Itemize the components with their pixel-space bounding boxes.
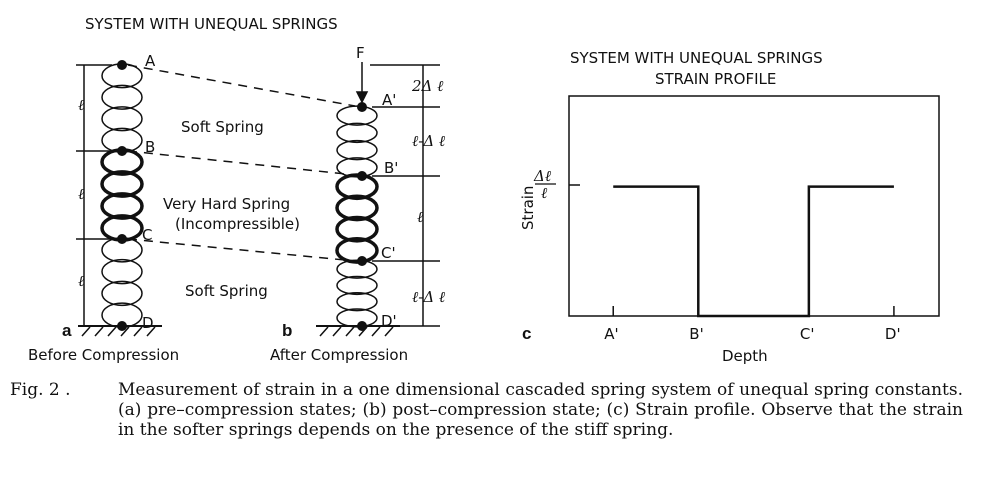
figure: SYSTEM WITH UNEQUAL SPRINGS ℓ ℓ ℓ A B C … xyxy=(28,15,940,365)
node-dot xyxy=(117,146,127,156)
x-tick-label: D' xyxy=(885,325,901,343)
panel-c-letter: c xyxy=(522,324,531,343)
x-tick-label: A' xyxy=(604,325,618,343)
node-dot xyxy=(117,60,127,70)
y-tick-numerator: Δℓ xyxy=(533,167,551,185)
point-D-prime: D' xyxy=(381,312,397,330)
soft-spring-bottom-left-coil xyxy=(101,258,143,285)
node-dot xyxy=(357,256,367,266)
point-A: A xyxy=(145,52,156,70)
chart-series xyxy=(613,185,894,318)
dashed-connectors xyxy=(127,64,356,262)
hard-spring-right-coil xyxy=(335,215,379,243)
label-hard-sub: (Incompressible) xyxy=(175,215,300,233)
ground-right xyxy=(316,325,400,337)
y-tick-denominator: ℓ xyxy=(541,184,547,202)
soft-spring-top-right-coil xyxy=(336,157,378,178)
panel-b-caption: After Compression xyxy=(270,346,408,364)
soft-spring-top-right-coil xyxy=(336,105,378,126)
dim-left-1: ℓ xyxy=(78,96,84,114)
connector-a xyxy=(127,64,356,107)
node-dot xyxy=(117,234,127,244)
soft-spring-bottom-right-coil xyxy=(336,308,378,328)
label-hard: Very Hard Spring xyxy=(163,195,290,213)
x-tick-label: B' xyxy=(689,325,703,343)
springs xyxy=(100,60,379,331)
hard-spring-left-coil xyxy=(100,170,144,198)
node-dot xyxy=(357,102,367,112)
hard-spring-right-coil xyxy=(335,236,379,264)
point-C: C xyxy=(142,226,152,244)
point-A-prime: A' xyxy=(382,91,396,109)
soft-spring-bottom-right-coil xyxy=(336,275,378,296)
point-C-prime: C' xyxy=(381,244,396,262)
chart-frame xyxy=(568,95,940,317)
chart-title: SYSTEM WITH UNEQUAL SPRINGS xyxy=(570,49,823,67)
point-D: D xyxy=(142,314,154,332)
dimension-right xyxy=(370,64,440,327)
soft-spring-top-left-coil xyxy=(101,84,143,110)
diagram-title: SYSTEM WITH UNEQUAL SPRINGS xyxy=(85,15,338,33)
dim-right-1: 2Δ ℓ xyxy=(411,77,443,95)
soft-spring-bottom-left-coil xyxy=(101,280,143,307)
force-arrow xyxy=(355,62,369,104)
soft-spring-bottom-right-coil xyxy=(336,259,378,279)
dim-right-2: ℓ-Δ ℓ xyxy=(412,132,445,150)
label-soft-top: Soft Spring xyxy=(181,118,264,136)
point-B: B xyxy=(145,138,155,156)
hard-spring-left-coil xyxy=(100,192,144,220)
hard-spring-right-coil xyxy=(335,194,379,222)
label-soft-bottom: Soft Spring xyxy=(185,282,268,300)
figure-label: Fig. 2 . xyxy=(10,380,71,400)
point-B-prime: B' xyxy=(384,159,398,177)
chart-subtitle: STRAIN PROFILE xyxy=(655,70,776,88)
connector-c xyxy=(127,238,356,262)
ground-left xyxy=(78,325,162,337)
node-dot xyxy=(357,171,367,181)
soft-spring-top-right-coil xyxy=(336,122,378,144)
force-label: F xyxy=(356,44,365,62)
dim-right-3: ℓ xyxy=(417,208,423,226)
x-tick-label: C' xyxy=(800,325,815,343)
dim-right-4: ℓ-Δ ℓ xyxy=(412,288,445,306)
x-axis-label: Depth xyxy=(722,347,768,365)
connector-b xyxy=(127,150,356,176)
x-ticks: A' B' C' D' xyxy=(604,306,901,343)
dimension-left xyxy=(76,64,120,326)
caption-text: Measurement of strain in a one dimension… xyxy=(118,380,963,440)
panel-a-caption: Before Compression xyxy=(28,346,179,364)
strain-line xyxy=(613,185,894,318)
soft-spring-top-right-coil xyxy=(336,139,378,161)
hard-spring-right-coil xyxy=(335,173,379,201)
soft-spring-top-left-coil xyxy=(101,106,143,132)
dim-left-3: ℓ xyxy=(78,272,84,290)
panel-b-letter: b xyxy=(282,321,292,340)
dim-left-2: ℓ xyxy=(78,185,84,203)
soft-spring-bottom-right-coil xyxy=(336,291,378,312)
panel-a-letter: a xyxy=(62,321,72,340)
y-axis-label: Strain xyxy=(519,186,537,230)
